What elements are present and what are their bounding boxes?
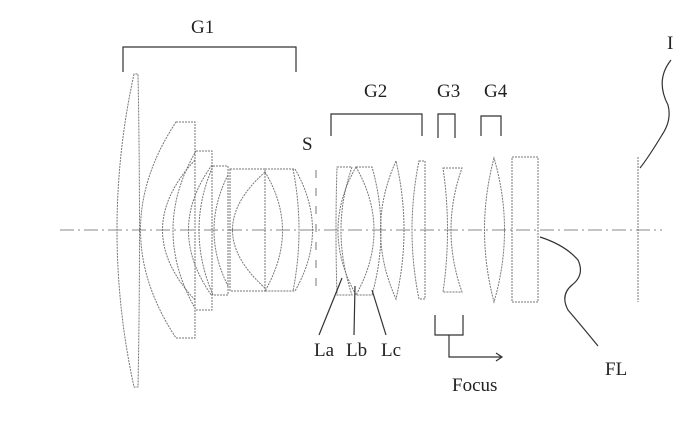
leader-fl xyxy=(539,236,599,347)
lens-g1-2 xyxy=(140,121,196,339)
label-g2: G2 xyxy=(364,81,388,102)
label-filter: FL xyxy=(605,359,628,380)
lens-lc xyxy=(356,166,382,296)
label-stop: S xyxy=(302,134,313,155)
label-g1: G1 xyxy=(191,17,215,38)
lens-g2-5 xyxy=(411,160,426,300)
label-g3: G3 xyxy=(437,81,461,102)
lens-g1-4 xyxy=(198,165,229,296)
label-image-plane: I xyxy=(667,33,674,54)
label-lb: Lb xyxy=(346,340,368,361)
leader-i xyxy=(639,59,672,169)
g4-bracket xyxy=(480,115,502,136)
label-lc: Lc xyxy=(381,340,402,361)
g1-bracket xyxy=(122,46,297,72)
lens-g1-1 xyxy=(116,73,140,388)
filter-fl xyxy=(511,156,539,303)
lens-la xyxy=(335,166,353,296)
lens-lb xyxy=(337,165,375,297)
leader-lb xyxy=(353,285,356,336)
lens-g1-5 xyxy=(229,168,266,292)
lens-g2-4 xyxy=(380,159,405,301)
g3-bracket xyxy=(437,113,456,138)
lens-g3 xyxy=(442,167,463,293)
lens-g1-3 xyxy=(172,150,213,311)
g2-bracket xyxy=(330,113,423,136)
leader-la xyxy=(318,277,343,336)
focus-arrow xyxy=(448,335,504,362)
label-focus: Focus xyxy=(452,375,498,396)
label-g4: G4 xyxy=(484,81,508,102)
leader-lc xyxy=(371,289,387,336)
lens-g1-6 xyxy=(264,168,313,292)
label-la: La xyxy=(314,340,335,361)
focus-bracket xyxy=(434,315,464,336)
lens-g4 xyxy=(484,156,505,304)
